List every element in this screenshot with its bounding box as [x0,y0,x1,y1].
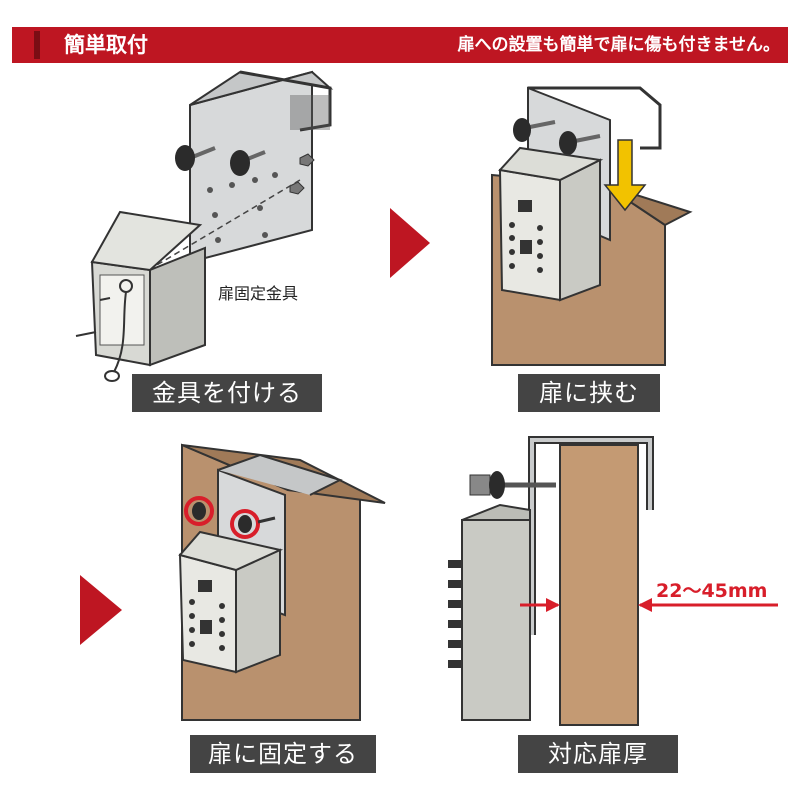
next-step-arrow-icon [390,208,430,278]
step-label-clip: 扉に挟む [518,374,660,412]
header-bar: 簡単取付 扉への設置も簡単で扉に傷も付きません。 [12,27,788,63]
header-title: 簡単取付 [64,33,148,57]
step1-illustration [75,70,334,382]
next-step-arrow-icon [80,575,122,645]
highlight-ring-icon [230,509,260,539]
highlight-ring-icon [184,496,214,526]
down-arrow-icon [603,139,647,212]
header-accent-mark [34,31,40,59]
step-label-fix: 扉に固定する [190,735,376,773]
step-label-thickness: 対応扉厚 [518,735,678,773]
header-subtitle: 扉への設置も簡単で扉に傷も付きません。 [457,35,781,55]
arrow-right-icon [546,598,560,612]
arrow-left-icon [638,598,652,612]
thickness-measurement: 22～45mm [656,580,768,602]
knob-icon [175,145,266,176]
bracket-caption: 扉固定金具 [218,284,299,303]
step4-illustration [448,436,778,726]
step-label-attach: 金具を付ける [132,374,322,412]
step2-illustration [491,86,693,366]
step3-illustration [178,443,386,721]
